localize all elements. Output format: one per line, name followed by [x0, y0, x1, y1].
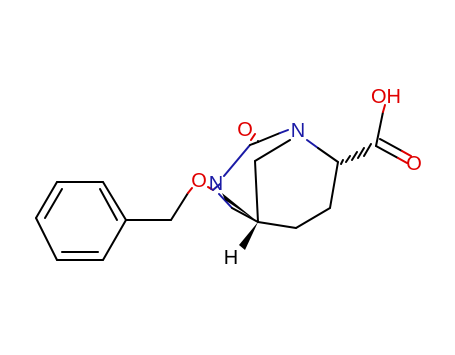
bond — [401, 150, 412, 157]
bridgehead-hydrogen-label: H — [224, 247, 238, 269]
bond — [375, 111, 384, 147]
hashed-bond — [340, 143, 372, 165]
bond — [249, 141, 259, 146]
oxy-nitrogen-label: N — [209, 173, 223, 195]
bond — [279, 129, 289, 134]
bond — [102, 181, 127, 221]
benzene-ring — [35, 181, 127, 261]
wedge-bond — [222, 193, 258, 222]
bond — [223, 144, 251, 177]
bond — [329, 161, 339, 209]
bond — [295, 207, 331, 229]
bond — [379, 138, 403, 152]
bond — [254, 139, 291, 162]
hash-line — [357, 147, 365, 159]
bond — [306, 139, 319, 149]
bond — [317, 147, 339, 163]
bond — [254, 160, 259, 223]
wedge-bond — [239, 222, 258, 250]
bond — [375, 145, 399, 159]
bond — [170, 192, 189, 221]
hash-line — [363, 143, 372, 157]
hash-line — [345, 155, 351, 163]
bond — [102, 219, 127, 261]
bond — [212, 183, 221, 191]
carbonyl-oxygen-label: O — [237, 119, 253, 141]
ring-nitrogen-label: N — [291, 120, 305, 142]
bond — [382, 104, 386, 113]
bond — [257, 132, 281, 143]
hash-line — [340, 159, 344, 165]
hash-line — [351, 151, 358, 161]
aromatic-bond — [99, 188, 118, 221]
bond — [35, 217, 58, 261]
ether-oxygen-label: O — [191, 170, 207, 192]
bond — [397, 157, 408, 164]
bond — [218, 193, 233, 209]
bond — [35, 181, 58, 219]
bond — [231, 207, 259, 223]
hydroxyl-label: OH — [371, 86, 401, 108]
bond — [187, 187, 193, 194]
aromatic-bond — [44, 188, 63, 219]
acid-oxygen-label: O — [406, 153, 422, 175]
bond — [257, 221, 297, 229]
carbonyl-bond — [250, 133, 256, 141]
